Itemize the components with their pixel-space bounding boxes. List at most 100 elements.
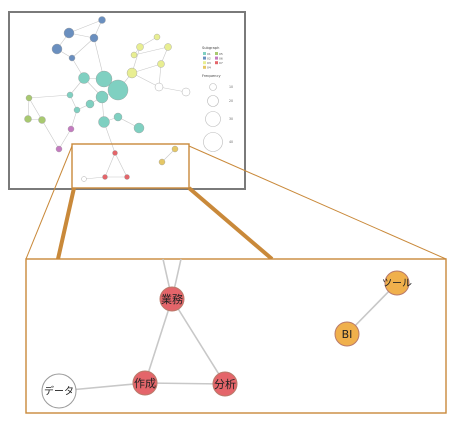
legend-frequency-circle	[207, 95, 219, 107]
legend-frequency-circle	[209, 83, 217, 91]
node-label: 分析	[214, 377, 236, 391]
connector-line	[56, 187, 76, 260]
connector-line	[187, 186, 274, 261]
overview-node	[164, 43, 172, 51]
node-circle	[334, 321, 360, 347]
zoom-source-box	[71, 143, 190, 189]
overview-node	[126, 67, 138, 79]
node-label: ツール	[382, 279, 412, 290]
overview-node	[63, 27, 75, 39]
node-label: 作成	[134, 377, 156, 390]
connector-line	[25, 145, 73, 260]
overview-edge	[114, 152, 128, 178]
overview-node	[154, 82, 164, 92]
legend-swatch	[203, 52, 206, 55]
overview-node	[89, 33, 99, 43]
node-label: データ	[44, 385, 74, 398]
zoom-edge	[144, 298, 173, 384]
overview-frame	[8, 11, 246, 190]
overview-node	[153, 33, 161, 41]
overview-node	[124, 174, 130, 180]
node-label: 業務	[161, 292, 183, 306]
node-tool: ツール	[382, 270, 412, 296]
node-circle	[41, 373, 77, 409]
legend-swatch	[203, 61, 206, 65]
overview-edge	[71, 37, 95, 59]
overview-node	[51, 43, 63, 55]
legend-frequency-label: 40	[229, 140, 233, 144]
overview-node	[98, 16, 106, 24]
overview-node	[113, 112, 123, 122]
overview-node	[98, 116, 110, 128]
node-data: データ	[41, 373, 77, 409]
legend-frequency-circles: 10 20 30 40	[203, 83, 233, 152]
overview-node	[68, 54, 76, 62]
overview-node	[171, 145, 179, 153]
overview-node	[55, 145, 63, 153]
overview-node	[25, 94, 33, 102]
legend-swatch	[203, 56, 206, 60]
legend-swatch	[215, 52, 218, 55]
overview-node	[112, 150, 118, 156]
legend-frequency-label: 20	[229, 99, 233, 103]
zoom-edge	[171, 298, 226, 385]
overview-node	[78, 72, 90, 84]
legend-swatch-label: 03	[207, 61, 211, 65]
zoom-connectors	[25, 145, 447, 261]
legend-swatch-label: 01	[207, 52, 211, 56]
overview-node	[95, 90, 109, 104]
overview-node	[181, 87, 191, 97]
node-bunseki: 分析	[212, 371, 238, 397]
overview-node	[136, 43, 144, 51]
legend-swatch-label: 06	[219, 56, 223, 60]
overview-node	[24, 115, 32, 123]
overview-node	[95, 70, 113, 88]
legend-frequency-label: 30	[229, 117, 233, 121]
overview-node	[133, 122, 145, 134]
node-circle	[384, 270, 410, 296]
overview-edge	[104, 152, 116, 178]
overview-node	[102, 174, 108, 180]
legend-swatch	[215, 61, 218, 65]
overview-node	[157, 60, 165, 68]
overview-nodes	[24, 16, 191, 182]
connector-line	[188, 145, 447, 260]
node-bi: BI	[334, 321, 360, 347]
overview-node	[73, 106, 81, 114]
legend-swatch	[215, 56, 218, 60]
legend-subgraph-title: Subgraph	[202, 46, 219, 50]
overview-node	[38, 116, 46, 124]
overview-node	[85, 99, 95, 109]
overview-edge	[28, 94, 71, 99]
overview-edge	[58, 128, 72, 150]
node-circle	[212, 371, 238, 397]
legend-frequency-label: 10	[229, 85, 233, 89]
legend-swatch-label: 04	[207, 66, 211, 70]
overview-node	[67, 125, 75, 133]
legend-swatch-label: 05	[219, 52, 223, 56]
node-sakusei: 作成	[132, 370, 158, 396]
legend-swatch-label: 07	[219, 61, 223, 65]
overview-node	[66, 91, 74, 99]
overview-edge	[68, 19, 103, 34]
overview-node	[158, 158, 166, 166]
legend-frequency-title: Frequency	[202, 74, 221, 78]
overview-edge	[28, 97, 60, 150]
overview-edge	[83, 176, 106, 180]
overview-node	[107, 79, 129, 101]
overview-edge	[133, 46, 169, 56]
overview-node	[130, 51, 138, 59]
node-gyomu: 業務	[159, 286, 185, 312]
overview-edge	[70, 109, 78, 130]
overview-edge	[158, 86, 187, 93]
legend-frequency-circle	[205, 111, 221, 127]
legend-swatch-label: 02	[207, 56, 211, 60]
zoom-edge	[144, 382, 226, 385]
overview-node	[81, 176, 87, 182]
node-circle	[159, 286, 185, 312]
legend-swatch	[203, 65, 206, 69]
legend-frequency-circle	[203, 132, 223, 152]
